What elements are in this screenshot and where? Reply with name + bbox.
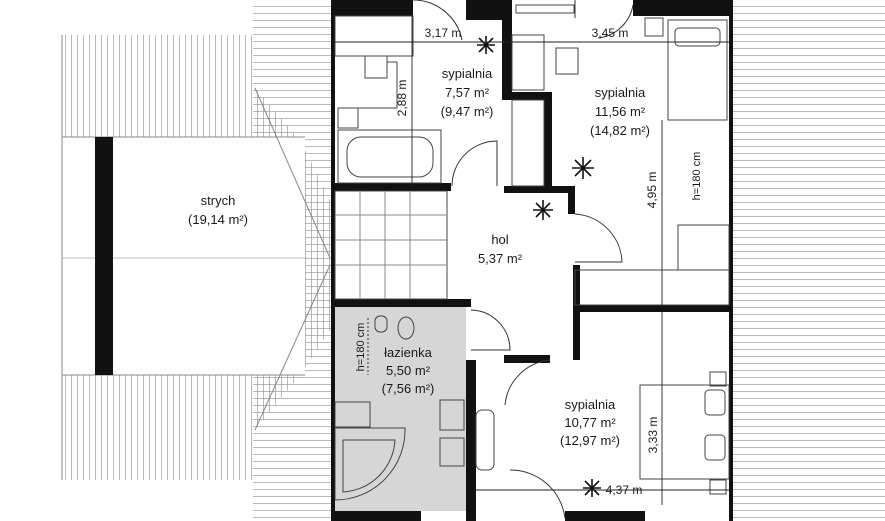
room-name: strych [201, 193, 236, 208]
attic-wall [95, 137, 113, 375]
dimension-label: h=180 cm [691, 152, 703, 201]
room-name: sypialnia [442, 66, 493, 81]
room-name: sypialnia [595, 85, 646, 100]
room-gross-area: (7,56 m²) [382, 381, 435, 396]
room-area: 10,77 m² [564, 415, 616, 430]
roof-hatching [61, 0, 885, 521]
walls [331, 0, 733, 521]
furniture [334, 4, 730, 501]
dimension-label: 4,37 m [606, 483, 643, 497]
door-swings [412, 0, 634, 519]
room-name: hol [491, 232, 508, 247]
dimension-label: 3,33 m [646, 417, 660, 454]
room-area: 5,50 m² [386, 363, 431, 378]
dimension-lines [335, 16, 729, 505]
light-fixtures [477, 36, 601, 497]
labels: strych (19,14 m²) sypialnia 7,57 m² (9,4… [188, 26, 703, 497]
room-area: 5,37 m² [478, 251, 523, 266]
room-gross-area: (12,97 m²) [560, 433, 620, 448]
room-name: łazienka [384, 345, 432, 360]
dimension-label: 4,95 m [645, 172, 659, 209]
dimension-label: 2,88 m [395, 80, 409, 117]
room-name: sypialnia [565, 397, 616, 412]
room-gross-area: (14,82 m²) [590, 123, 650, 138]
room-area: 7,57 m² [445, 85, 490, 100]
room-area: (19,14 m²) [188, 212, 248, 227]
dimension-label: h=180 cm [355, 323, 367, 372]
bathroom-floor [335, 307, 466, 511]
dimension-label: 3,45 m [592, 26, 629, 40]
dimension-label: 3,17 m [425, 26, 462, 40]
room-gross-area: (9,47 m²) [441, 104, 494, 119]
room-area: 11,56 m² [595, 104, 646, 119]
